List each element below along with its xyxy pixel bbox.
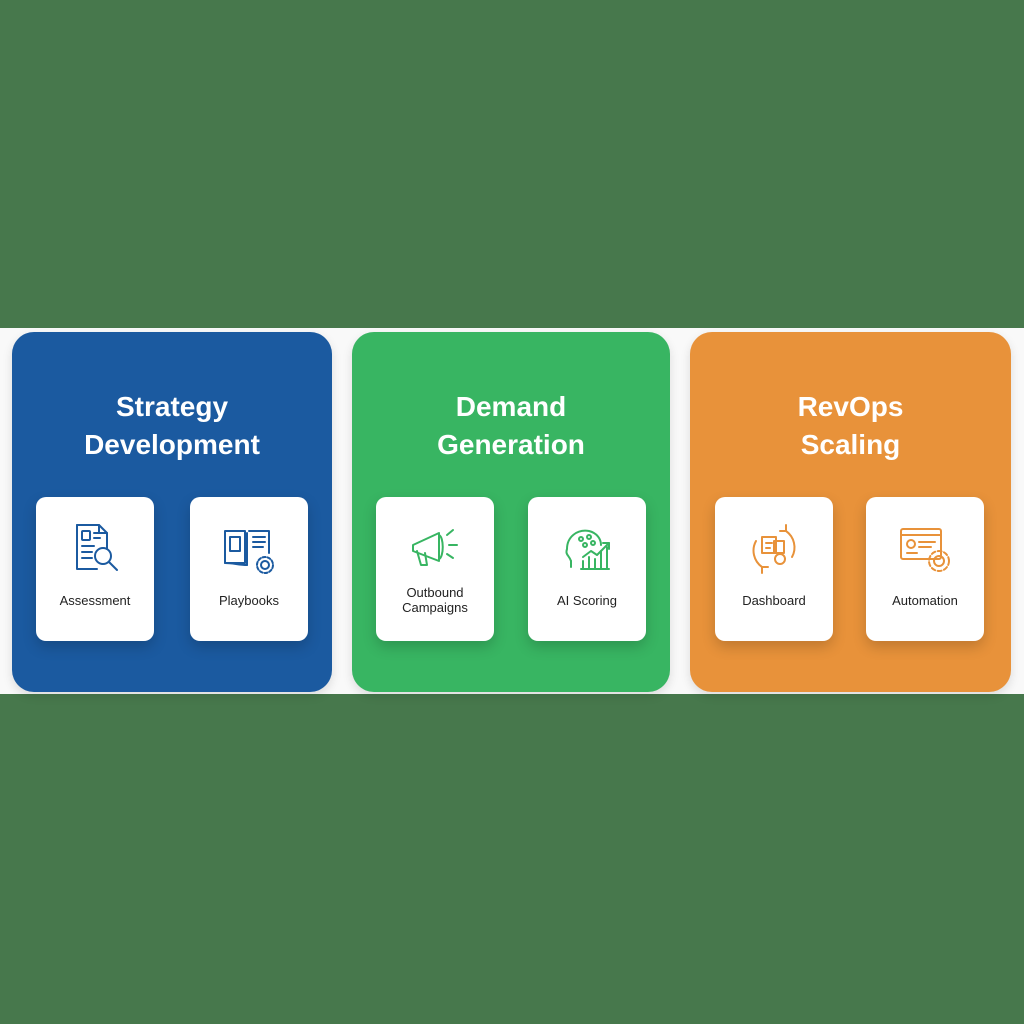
card-automation[interactable]: Automation — [866, 497, 984, 641]
card-label: Dashboard — [742, 593, 806, 608]
card-assessment[interactable]: Assessment — [36, 497, 154, 641]
document-search-icon — [76, 524, 118, 571]
card-playbooks[interactable]: Playbooks — [190, 497, 308, 641]
dashboard-cycle-icon — [752, 524, 796, 574]
panel-title: Demand Generation — [352, 388, 670, 464]
panel-title: Strategy Development — [12, 388, 332, 464]
title-line-2: Development — [84, 429, 260, 460]
card-dashboard[interactable]: Dashboard — [715, 497, 833, 641]
panel-revops-scaling: RevOps Scaling Dashboard Automation — [690, 332, 1011, 692]
book-gear-icon — [224, 530, 274, 574]
title-line-1: RevOps — [797, 391, 904, 422]
card-ai-scoring[interactable]: AI Scoring — [528, 497, 646, 641]
brain-chart-icon — [565, 529, 610, 570]
title-line-2: Generation — [437, 429, 585, 460]
screen-gear-icon — [900, 528, 950, 572]
card-label: Automation — [892, 593, 958, 608]
panel-strategy-development: Strategy Development Assessment Playbook… — [12, 332, 332, 692]
card-label: AI Scoring — [557, 593, 617, 608]
megaphone-icon — [412, 529, 458, 566]
title-line-1: Strategy — [115, 391, 229, 422]
title-line-1: Demand — [455, 391, 567, 422]
card-label: Playbooks — [219, 593, 279, 608]
service-strip: Strategy Development Assessment Playbook… — [0, 328, 1024, 694]
card-label: Assessment — [59, 593, 131, 608]
title-line-2: Scaling — [800, 429, 901, 460]
panel-title: RevOps Scaling — [690, 388, 1011, 464]
